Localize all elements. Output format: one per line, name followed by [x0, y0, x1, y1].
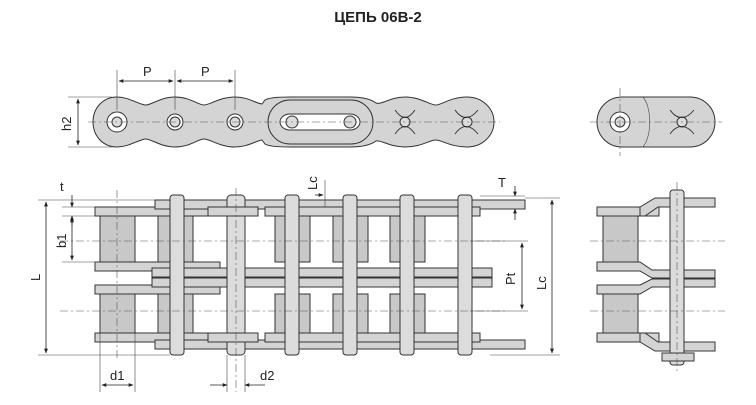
- chain-top-view: P P h2: [59, 64, 500, 148]
- transverse-pitch-label: Pt: [503, 272, 518, 285]
- lc-side-label: Lc: [534, 276, 549, 290]
- roller-diameter-label: d1: [110, 368, 124, 383]
- chain-plan-view: L t b1 Lc T Pt Lc d1: [28, 175, 560, 392]
- chain-end-view: [590, 88, 722, 156]
- pitch-label: P: [143, 64, 152, 79]
- plate-height-label: h2: [59, 117, 74, 131]
- pitch-label: P: [201, 64, 210, 79]
- length-label: L: [28, 274, 43, 281]
- lc-top-label: Lc: [305, 176, 320, 190]
- plate-thickness-label: T: [498, 175, 506, 190]
- thickness-label: t: [60, 179, 64, 194]
- spring-clip: [394, 109, 416, 135]
- chain-side-section: [590, 182, 725, 372]
- pin-diameter-label: d2: [260, 368, 274, 383]
- diagram-title: ЦЕПЬ 06В-2: [334, 9, 422, 26]
- inner-width-label: b1: [54, 234, 69, 248]
- spring-clip: [454, 109, 479, 135]
